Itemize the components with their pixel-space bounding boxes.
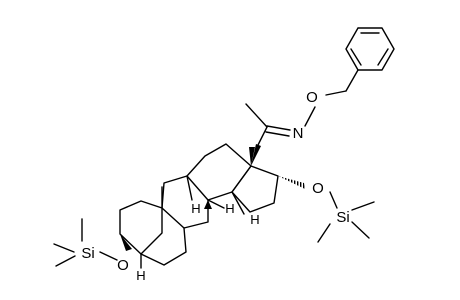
si-me2 [53, 243, 75, 253]
ch2-o-bond [325, 90, 347, 96]
cn-double-bond-a [266, 125, 291, 131]
c8-wedge [204, 200, 212, 209]
c13-methyl-wedge [249, 147, 255, 166]
c20-c17-bond [257, 126, 268, 146]
c17-wedge [251, 144, 261, 166]
benzyl-ch2-bond [345, 69, 359, 92]
c8-h-bond [207, 199, 225, 209]
c9-h-bond [186, 175, 193, 201]
si-me3 [55, 255, 76, 267]
o-n-bond [304, 106, 316, 127]
c16-hashed-bond [278, 176, 305, 189]
benzene-ring [345, 27, 395, 71]
c3-oxygen-label: O [117, 257, 129, 274]
ring-b [161, 175, 209, 229]
h8-label: H [225, 201, 234, 216]
si2-me1 [351, 201, 375, 211]
c3-silicon-label: Si [81, 245, 94, 262]
oxime-nitrogen-label: N [293, 125, 304, 142]
cn-double-bond-b [265, 131, 290, 137]
h14-label: H [250, 212, 259, 227]
c16o-si-bond [329, 191, 338, 209]
c3o-si-bond [99, 251, 118, 261]
oxime-oxygen-label: O [306, 89, 318, 106]
c16-silicon-label: Si [336, 209, 349, 226]
c16-oxygen-label: O [312, 180, 324, 197]
si2-me3 [317, 223, 331, 243]
c14-h-bond [231, 191, 245, 215]
h9-label: H [191, 201, 200, 216]
ring-c [186, 143, 252, 201]
methyl-bond [245, 103, 268, 128]
c3-wedge [120, 234, 132, 251]
si2-me2 [351, 221, 370, 239]
h5-label: H [136, 268, 145, 283]
